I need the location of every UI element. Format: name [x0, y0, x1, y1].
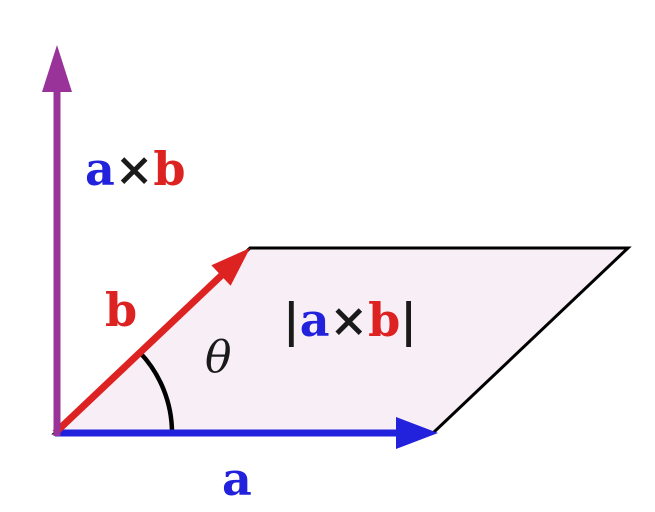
vector-b-arrowhead: [211, 248, 250, 286]
area-open-bar: |: [283, 293, 300, 347]
angle-arc: [138, 350, 175, 434]
label-vector-a: a: [222, 452, 252, 506]
label-area-a: a: [300, 293, 330, 347]
label-cross-product-b: b: [153, 142, 185, 196]
area-times-symbol: ×: [330, 293, 369, 347]
label-area: |a×b|: [283, 293, 417, 347]
label-vector-b: b: [105, 283, 137, 337]
label-cross-product-a: a: [85, 142, 115, 196]
area-close-bar: |: [400, 293, 417, 347]
times-symbol: ×: [115, 142, 154, 196]
label-cross-product: a×b: [85, 142, 186, 196]
vector-b-line: [52, 270, 227, 436]
vector-a-arrowhead: [396, 417, 438, 449]
cross-vector-arrowhead: [42, 45, 72, 92]
label-theta: θ: [205, 332, 232, 383]
label-area-b: b: [368, 293, 400, 347]
